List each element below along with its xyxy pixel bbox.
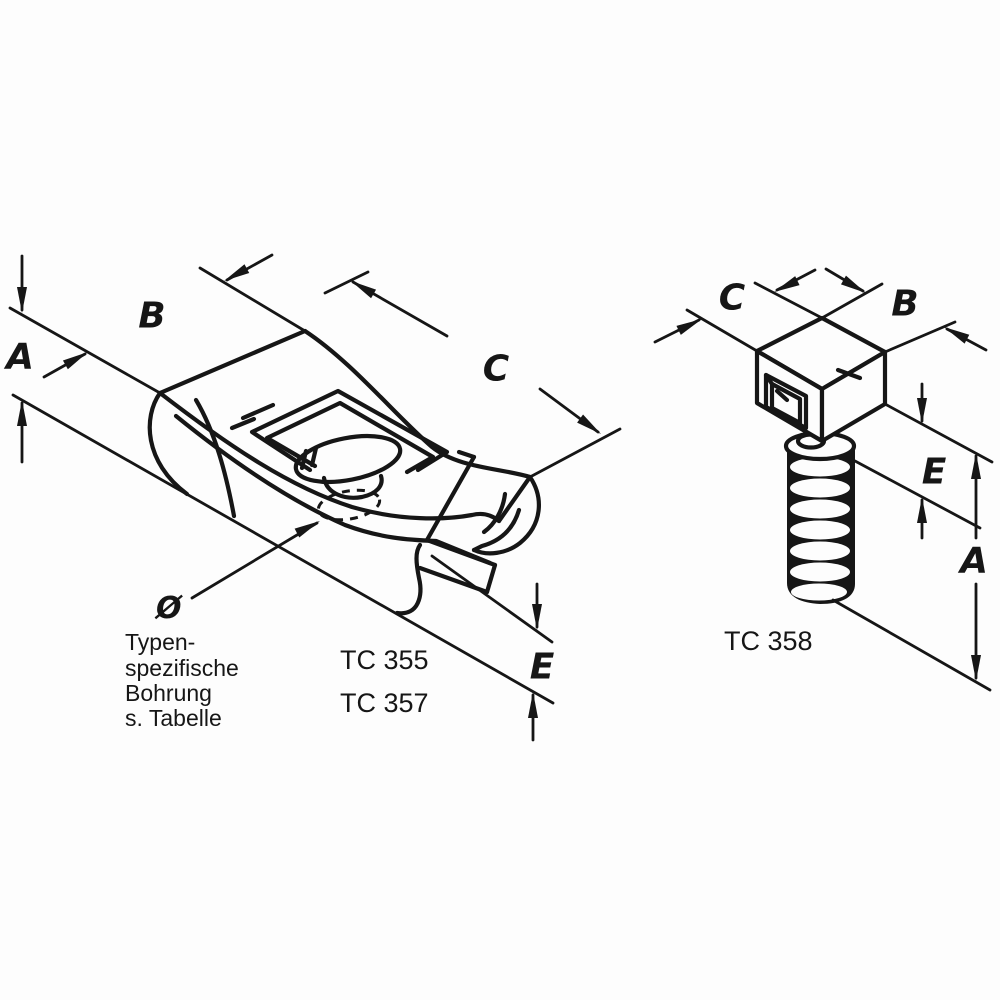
recess-outer-rim: [249, 388, 450, 473]
extension-line: [198, 266, 307, 333]
arrow-up-right-icon: [294, 521, 320, 538]
shine-mark-long: [240, 402, 276, 421]
extension-line-right: [753, 281, 824, 320]
arrow-up-icon: [917, 497, 927, 523]
arrow-up-left-icon: [944, 327, 970, 344]
dim-c-left: C: [323, 270, 622, 479]
dim-label-e: E: [530, 647, 555, 688]
arrow-up-right-icon: [62, 352, 88, 370]
strap-slot-tick: [774, 388, 790, 403]
right-end-top-edge: [496, 474, 533, 524]
recess-inner-rim: [264, 400, 436, 475]
top-extension-line: [8, 306, 162, 395]
extension-line-lower: [853, 459, 982, 530]
mount-head: [754, 315, 888, 444]
extension-line-left: [323, 270, 370, 295]
dim-label-a: A: [3, 337, 34, 378]
strap-slot-inner: [769, 381, 803, 426]
extension-line-bottom: [831, 598, 992, 692]
arrow-up-right-icon: [676, 319, 702, 335]
extension-line: [430, 554, 554, 644]
nose-inner-curve: [193, 397, 237, 519]
hole-highlight-tick-2: [309, 445, 319, 468]
rib-gap: [790, 457, 850, 477]
arrow-down-left-icon: [224, 264, 250, 281]
strap-slot-outer: [763, 372, 809, 431]
dim-label-c: C: [483, 349, 510, 390]
top-left-edge: [157, 328, 308, 396]
dim-label-c: C: [719, 278, 746, 319]
extension-line-right: [528, 427, 622, 479]
rib-gap: [790, 520, 850, 540]
foot-ledge-cap: [484, 562, 498, 595]
strap-slot-bevel: [763, 372, 775, 387]
leader-line: [190, 521, 319, 600]
dim-b-right: B: [820, 267, 988, 354]
dim-a-left: A: [3, 254, 34, 464]
rib-gap: [790, 478, 850, 498]
front-rim-upper: [157, 390, 502, 524]
right-figure-fir-tree-mount: C B E A: [653, 267, 994, 692]
extension-line-upper: [883, 402, 994, 464]
extension-line-right: [883, 320, 957, 354]
dim-e-right: E: [853, 382, 994, 540]
arrow-down-right-icon: [577, 414, 601, 434]
rib-gap: [791, 583, 847, 601]
hole-countersink-ellipse: [293, 433, 403, 485]
dim-e-left: E: [430, 554, 555, 742]
left-figure-saddle-mount: A B C E: [3, 253, 622, 742]
rib-gap: [790, 541, 850, 561]
recess-and-hole: [229, 388, 450, 522]
nose-outer-curve: [147, 390, 190, 497]
hole-throat-arc: [321, 473, 384, 500]
strap-notch: [456, 449, 477, 460]
model-label-tc355: TC 355: [340, 645, 429, 675]
arrow-down-left-icon: [774, 276, 800, 292]
ground-extension-line: [11, 393, 555, 705]
rib-gap: [790, 499, 850, 519]
foot-ledge-top: [424, 537, 498, 568]
arrow-down-icon: [971, 655, 981, 681]
bore-note: Typen- spezifische Bohrung s. Tabelle: [125, 629, 239, 731]
underside-arc: [394, 542, 423, 616]
dim-label-a: A: [957, 541, 988, 582]
arrow-down-icon: [17, 287, 27, 313]
dim-label-e: E: [922, 452, 947, 493]
dim-label-b: B: [138, 296, 165, 337]
arrow-down-right-icon: [840, 275, 866, 293]
note-line-2: spezifische: [125, 655, 239, 681]
arrow-down-icon: [532, 604, 542, 630]
rib-gap: [790, 562, 850, 582]
diameter-leader: Ø: [154, 521, 320, 626]
hook-outer-curve: [471, 474, 541, 556]
saddle-body: [147, 328, 541, 616]
strap-window-edge: [424, 454, 477, 543]
hole-highlight-tick-1: [299, 448, 309, 471]
model-label-tc357: TC 357: [340, 688, 429, 718]
arrow-up-left-icon: [351, 281, 377, 299]
hook-inner-curve: [471, 507, 522, 553]
dim-c-right: C: [653, 268, 824, 353]
fir-tree-shaft: [783, 430, 857, 604]
hook-accent-line: [481, 491, 508, 535]
model-label-tc358: TC 358: [724, 626, 813, 656]
note-line-1: Typen-: [125, 629, 195, 655]
extension-line-left: [820, 282, 884, 320]
arrow-down-icon: [917, 398, 927, 424]
dim-a-right: A: [831, 453, 992, 692]
arrow-up-icon: [17, 400, 27, 426]
shine-mark-short: [229, 416, 257, 431]
note-line-3: Bohrung: [125, 680, 212, 706]
hole-bottom-dashed-ellipse: [316, 488, 382, 522]
extension-line-left: [685, 308, 759, 353]
dim-b-left: B: [42, 253, 307, 379]
arrow-up-icon: [528, 692, 538, 718]
arrow-up-icon: [971, 453, 981, 479]
note-line-4: s. Tabelle: [125, 705, 222, 731]
diameter-symbol: Ø: [154, 591, 183, 626]
head-top-mark: [835, 367, 863, 381]
dim-label-b: B: [891, 284, 918, 325]
